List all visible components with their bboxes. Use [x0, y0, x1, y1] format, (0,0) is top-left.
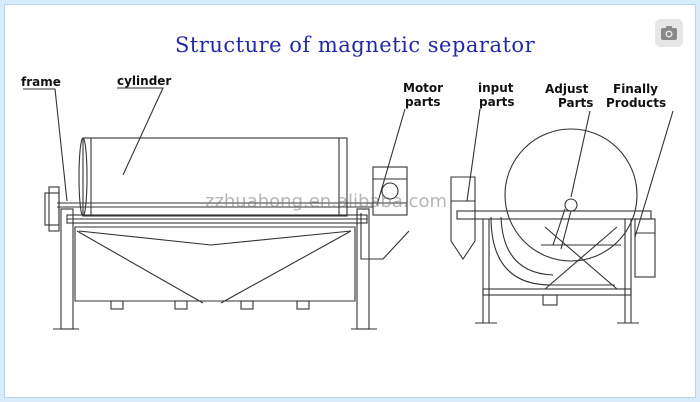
input-hopper: [450, 176, 476, 260]
leader-motor: [376, 108, 406, 206]
left-leg: [60, 208, 74, 330]
label-motor-line1: Motor: [403, 81, 444, 95]
camera-glyph: [661, 26, 677, 40]
label-adjust-line1: Adjust: [545, 82, 589, 96]
diagram-title: Structure of magnetic separator: [175, 33, 536, 57]
drum-circle: [504, 128, 638, 262]
product-outlet: [634, 218, 656, 278]
leader-finally: [634, 110, 674, 238]
front-view: [44, 137, 410, 330]
watermark: zzhuahong.en.alibaba.com: [205, 191, 448, 212]
separator-drawing: [23, 87, 674, 330]
leader-adjust: [570, 110, 591, 198]
label-input-line1: input: [478, 81, 514, 95]
label-adjust-line2: Parts: [558, 96, 594, 110]
diagram-frame: Structure of magnetic separator frame cy…: [4, 4, 696, 398]
leader-frame: [23, 88, 68, 202]
label-input-line2: parts: [479, 95, 515, 109]
camera-search-icon[interactable]: [655, 19, 683, 47]
label-finally-line2: Products: [606, 96, 667, 110]
label-finally-line1: Finally: [613, 82, 658, 96]
label-frame: frame: [21, 75, 61, 89]
cylinder-body: [82, 137, 348, 217]
side-view: [450, 128, 656, 324]
right-leg: [356, 208, 370, 330]
motor-box: [372, 166, 408, 216]
label-motor-line2: parts: [405, 95, 441, 109]
adjust-pivot: [564, 198, 578, 212]
tank-curve: [490, 216, 615, 286]
leader-cylinder: [117, 87, 164, 176]
tank-body: [74, 226, 356, 302]
motor-bracket: [360, 213, 410, 260]
leader-input: [466, 108, 481, 202]
label-cylinder: cylinder: [117, 74, 172, 88]
